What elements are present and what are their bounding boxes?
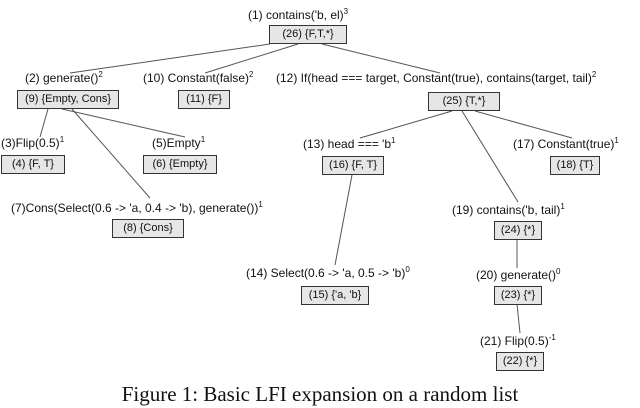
node-1-value-box: (26) {F,T,*} bbox=[269, 25, 347, 44]
node-12-label: (12) If(head === target, Constant(true),… bbox=[276, 70, 597, 86]
node-13-value-box: (16) {F, T} bbox=[322, 156, 384, 175]
node-5-label: (5)Empty1 bbox=[152, 135, 206, 151]
node-21-label: (21) Flip(0.5)-1 bbox=[480, 333, 556, 349]
edge-1-2 bbox=[69, 43, 271, 74]
node-3-label: (3)Flip(0.5)1 bbox=[1, 135, 65, 151]
edge-20-21 bbox=[516, 303, 521, 334]
node-20-label: (20) generate()0 bbox=[476, 267, 561, 283]
figure-caption: Figure 1: Basic LFI expansion on a rando… bbox=[121, 382, 519, 406]
edge-12-19 bbox=[461, 110, 519, 203]
edge-2-3 bbox=[39, 108, 49, 138]
edge-12-17 bbox=[474, 110, 573, 139]
node-12-value-box: (25) {T,*} bbox=[428, 92, 500, 111]
node-2-label: (2) generate()2 bbox=[25, 70, 103, 86]
node-14-value-box: (15) {'a, 'b} bbox=[301, 286, 369, 305]
node-19-value-box: (24) {*} bbox=[494, 221, 542, 240]
node-21-value-box: (22) {*} bbox=[496, 352, 544, 371]
node-7-label: (7)Cons(Select(0.6 -> 'a, 0.4 -> 'b), ge… bbox=[11, 200, 263, 216]
edge-1-12 bbox=[321, 43, 441, 74]
edge-12-13 bbox=[359, 110, 453, 139]
node-10-value-box: (11) {F} bbox=[178, 90, 230, 109]
edge-13-14 bbox=[334, 174, 353, 266]
node-7-value-box: (8) {Cons} bbox=[112, 219, 184, 238]
edge-2-7 bbox=[71, 108, 151, 199]
node-17-value-box: (18) {T} bbox=[550, 156, 600, 175]
node-13-label: (13) head === 'b1 bbox=[303, 136, 396, 152]
node-19-label: (19) contains('b, tail)1 bbox=[452, 202, 565, 218]
node-5-value-box: (6) {Empty} bbox=[143, 155, 217, 174]
node-20-value-box: (23) {*} bbox=[494, 286, 542, 305]
node-1-label: (1) contains('b, el)3 bbox=[248, 7, 349, 23]
edge-1-10 bbox=[204, 43, 299, 74]
node-17-label: (17) Constant(true)1 bbox=[513, 136, 619, 152]
node-10-label: (10) Constant(false)2 bbox=[143, 70, 254, 86]
node-2-value-box: (9) {Empty, Cons} bbox=[17, 90, 119, 109]
edge-2-5 bbox=[61, 108, 186, 138]
node-14-label: (14) Select(0.6 -> 'a, 0.5 -> 'b)0 bbox=[246, 265, 410, 281]
node-3-value-box: (4) {F, T} bbox=[1, 155, 65, 174]
